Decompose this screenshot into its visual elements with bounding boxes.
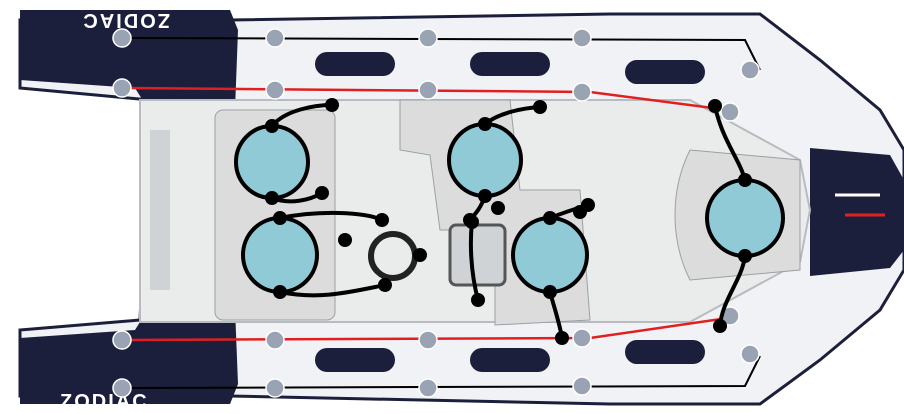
eyelet-icon [419,81,437,99]
eyelet-icon [113,79,131,97]
brand-top: ZODIAC [81,9,170,31]
circle-dot-icon [533,100,547,114]
tube-slot [470,348,550,372]
eyelet-icon [573,83,591,101]
circle-dot-icon [491,201,505,215]
circle-dot-icon [378,278,392,292]
eyelet-icon [419,331,437,349]
tube-slot [315,52,395,76]
circle-dot-icon [315,186,329,200]
helm-seat [450,225,505,285]
circle-dot-icon [478,117,492,131]
circle-dot-icon [273,211,287,225]
eyelet-icon [721,103,739,121]
eyelet-icon [113,379,131,397]
eyelet-icon [266,379,284,397]
tube-slot [315,348,395,372]
circle-dot-icon [325,98,339,112]
cushion-circle-icon [513,218,587,292]
circle-dot-icon [555,331,569,345]
circle-dot-icon [573,205,587,219]
cushion-circle-icon [236,126,308,198]
circle-dot-icon [478,189,492,203]
eyelet-icon [741,61,759,79]
circle-dot-icon [738,249,752,263]
eyelet-icon [573,29,591,47]
eyelet-icon [266,29,284,47]
tube-slot [470,52,550,76]
eyelet-icon [419,379,437,397]
cushion-circle-icon [707,180,783,256]
tube-slot [625,60,705,84]
circle-dot-icon [273,285,287,299]
circle-dot-icon [338,233,352,247]
eyelet-icon [573,377,591,395]
cushion-circle-icon [449,124,521,196]
eyelet-icon [419,29,437,47]
eyelet-icon [266,81,284,99]
cushion-circle-icon [243,218,317,292]
circle-dot-icon [375,213,389,227]
circle-dot-icon [708,99,722,113]
transom [150,130,170,290]
circle-dot-icon [465,215,479,229]
circle-dot-icon [543,211,557,225]
eyelet-icon [113,331,131,349]
brand-bottom: ZODIAC [60,391,149,413]
tube-slot [625,340,705,364]
circle-dot-icon [738,173,752,187]
bow-nose [810,148,904,276]
circle-dot-icon [471,293,485,307]
eyelet-icon [266,331,284,349]
circle-dot-icon [713,319,727,333]
eyelet-icon [741,345,759,363]
circle-dot-icon [543,285,557,299]
eyelet-icon [113,29,131,47]
circle-dot-icon [265,191,279,205]
circle-dot-icon [265,119,279,133]
eyelet-icon [573,329,591,347]
circle-dot-icon [413,248,427,262]
